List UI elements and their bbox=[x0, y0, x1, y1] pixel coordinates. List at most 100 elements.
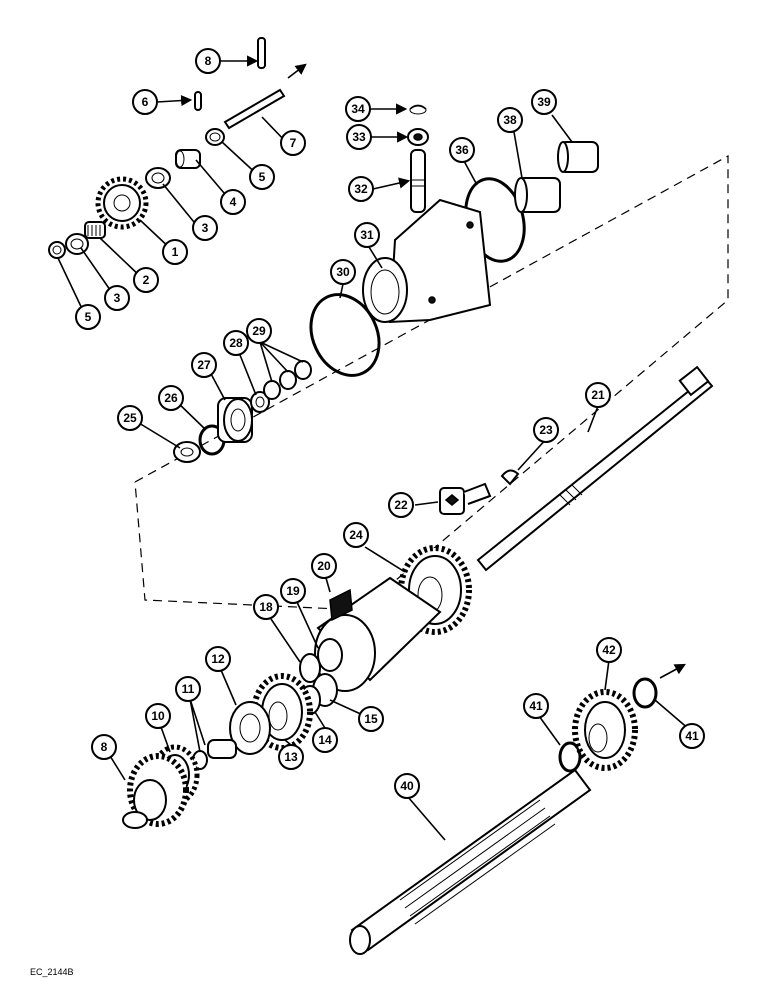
svg-text:41: 41 bbox=[529, 699, 543, 713]
callout-6: 6 bbox=[132, 89, 158, 115]
o-ring-30 bbox=[309, 293, 381, 377]
callout-11: 10 bbox=[145, 703, 171, 729]
svg-text:13: 13 bbox=[284, 750, 298, 764]
callout-15: 14 bbox=[312, 727, 338, 753]
svg-text:33: 33 bbox=[352, 130, 366, 144]
bushing-4 bbox=[175, 149, 201, 169]
svg-text:3: 3 bbox=[114, 291, 121, 305]
callout-30: 30 bbox=[330, 259, 356, 285]
callout-12: 11 bbox=[175, 676, 201, 702]
snap-ring-41-lower bbox=[558, 741, 582, 773]
shaft-7 bbox=[223, 88, 286, 130]
svg-text:34: 34 bbox=[351, 102, 365, 116]
callouts: 8 6 7 5 4 3 1 2 3 5 34 33 32 36 38 39 31… bbox=[75, 48, 705, 799]
callout-8: 8 bbox=[195, 48, 221, 74]
callout-34: 34 bbox=[345, 96, 371, 122]
callout-40: 40 bbox=[394, 773, 420, 799]
washer-3-lower bbox=[65, 233, 89, 255]
callout-3: 3 bbox=[192, 215, 218, 241]
callout-24: 24 bbox=[343, 522, 369, 548]
callout-23: 23 bbox=[533, 417, 559, 443]
callout-4: 4 bbox=[220, 189, 246, 215]
svg-text:15: 15 bbox=[364, 712, 378, 726]
callout-42: 42 bbox=[596, 637, 622, 663]
callout-28: 28 bbox=[223, 330, 249, 356]
svg-text:12: 12 bbox=[211, 652, 225, 666]
shaft-40 bbox=[349, 768, 592, 955]
housing-31 bbox=[362, 198, 492, 324]
svg-text:19: 19 bbox=[286, 584, 300, 598]
svg-text:2: 2 bbox=[143, 273, 150, 287]
bearing-13 bbox=[229, 701, 271, 755]
spring-19 bbox=[317, 638, 343, 672]
callout-7: 7 bbox=[280, 130, 306, 156]
svg-text:36: 36 bbox=[455, 143, 469, 157]
bearing-27 bbox=[217, 397, 253, 443]
ring-28 bbox=[250, 391, 270, 413]
callout-22: 22 bbox=[388, 492, 414, 518]
svg-text:24: 24 bbox=[349, 528, 363, 542]
svg-text:29: 29 bbox=[252, 324, 266, 338]
key-23 bbox=[500, 469, 520, 486]
svg-text:32: 32 bbox=[354, 182, 368, 196]
svg-text:21: 21 bbox=[591, 388, 605, 402]
svg-text:5: 5 bbox=[259, 170, 266, 184]
svg-text:4: 4 bbox=[230, 195, 237, 209]
svg-text:20: 20 bbox=[317, 559, 331, 573]
callout-5: 5 bbox=[249, 164, 275, 190]
svg-text:40: 40 bbox=[400, 779, 414, 793]
svg-text:23: 23 bbox=[539, 423, 553, 437]
spacer-12 bbox=[192, 739, 237, 770]
gear-42 bbox=[572, 689, 638, 771]
shaft-21 bbox=[476, 365, 714, 572]
ring-18 bbox=[299, 653, 321, 683]
svg-text:18: 18 bbox=[259, 600, 273, 614]
direction-arrow-top bbox=[287, 63, 307, 79]
callout-38: 38 bbox=[497, 107, 523, 133]
needle-bearing-2 bbox=[84, 221, 106, 239]
svg-text:28: 28 bbox=[229, 336, 243, 350]
svg-text:6: 6 bbox=[142, 95, 149, 109]
svg-text:26: 26 bbox=[164, 391, 178, 405]
callout-33: 33 bbox=[346, 124, 372, 150]
svg-text:7: 7 bbox=[290, 136, 297, 150]
callout-14: 13 bbox=[278, 744, 304, 770]
svg-text:30: 30 bbox=[336, 265, 350, 279]
gear-10 bbox=[122, 753, 189, 829]
svg-text:27: 27 bbox=[197, 358, 211, 372]
svg-text:11: 11 bbox=[182, 682, 195, 696]
bearing-38 bbox=[514, 177, 561, 213]
callout-1: 1 bbox=[162, 239, 188, 265]
bolt-22 bbox=[439, 482, 492, 515]
clutch-cage-20 bbox=[314, 576, 442, 692]
washer-3-upper bbox=[145, 167, 171, 189]
svg-text:1: 1 bbox=[172, 245, 179, 259]
gear-1 bbox=[95, 176, 149, 230]
callout-41: 41 bbox=[523, 693, 549, 719]
callout-3: 3 bbox=[104, 285, 130, 311]
callout-13: 12 bbox=[205, 646, 231, 672]
svg-text:38: 38 bbox=[503, 113, 517, 127]
callout-39: 39 bbox=[531, 89, 557, 115]
callout-19: 19 bbox=[280, 578, 306, 604]
svg-text:42: 42 bbox=[602, 643, 616, 657]
svg-text:8: 8 bbox=[205, 54, 212, 68]
direction-arrow-right bbox=[659, 663, 686, 679]
svg-text:25: 25 bbox=[123, 411, 137, 425]
seal-33 bbox=[407, 128, 429, 146]
callout-21: 21 bbox=[585, 382, 611, 408]
ring-5-lower bbox=[48, 241, 66, 259]
callout-2: 2 bbox=[133, 267, 159, 293]
callout-16: 15 bbox=[358, 706, 384, 732]
pin-6 bbox=[194, 91, 202, 111]
callout-5: 5 bbox=[75, 304, 101, 330]
washer-25 bbox=[173, 441, 201, 463]
svg-text:39: 39 bbox=[537, 95, 551, 109]
callout-25: 25 bbox=[117, 405, 143, 431]
rings-29 bbox=[263, 360, 312, 400]
bushing-39 bbox=[557, 141, 599, 173]
callout-10: 8 bbox=[91, 734, 117, 760]
svg-text:8: 8 bbox=[101, 740, 108, 754]
snap-ring-41-upper bbox=[632, 677, 658, 709]
